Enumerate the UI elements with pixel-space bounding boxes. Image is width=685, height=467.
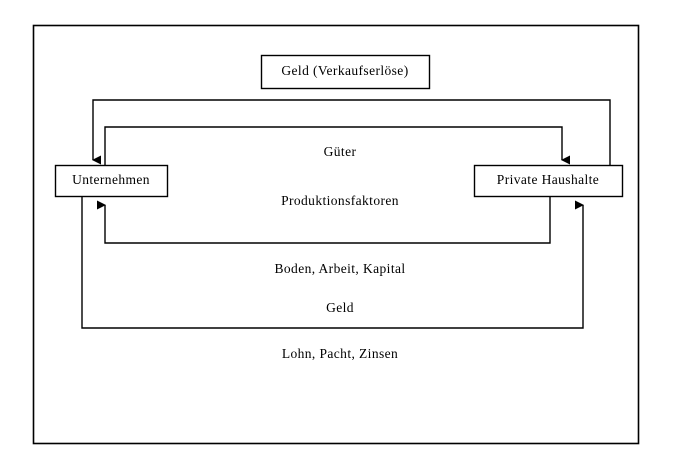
money-box (260, 54, 431, 90)
flow-label-factors-detail: Boden, Arbeit, Kapital (274, 261, 406, 276)
outer-frame (32, 24, 640, 445)
money-box-label: Geld (Verkaufserlöse) (281, 63, 409, 78)
flow-label-money: Geld (326, 300, 354, 315)
households-box (473, 164, 624, 198)
households-box-label: Private Haushalte (496, 172, 600, 187)
flow-label-goods: Güter (323, 144, 357, 159)
firms-box-label: Unternehmen (72, 172, 150, 187)
flow-arrow-goods (104, 126, 570, 165)
flow-label-incomes: Lohn, Pacht, Zinsen (281, 346, 399, 361)
flow-label-production-factors: Produktionsfaktoren (281, 193, 399, 208)
firms-box (54, 164, 169, 198)
flow-arrow-money-sales-revenue (92, 99, 611, 165)
flow-arrow-production-factors (97, 196, 551, 244)
flow-arrow-incomes (81, 196, 584, 329)
